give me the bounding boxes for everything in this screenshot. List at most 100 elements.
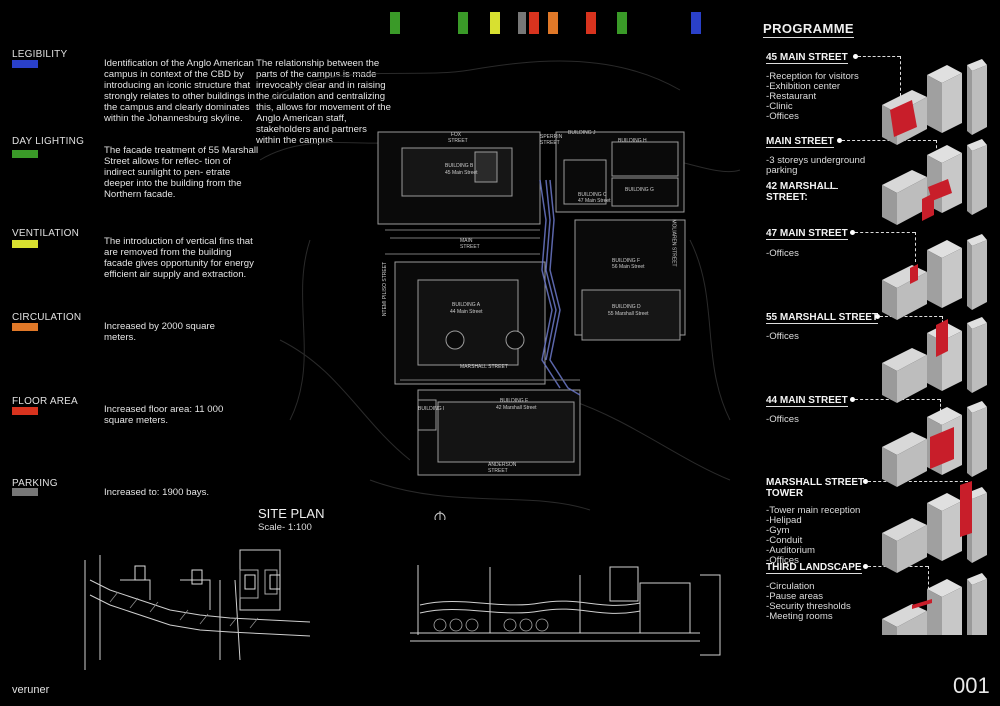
label-main-street: MAIN STREET — [460, 238, 480, 250]
label-anderson-street: ANDERSON STREET — [488, 462, 517, 474]
programme-item: -Offices — [766, 248, 799, 259]
legend-label: PARKING — [12, 478, 58, 489]
leader-line — [900, 56, 901, 96]
label-ntemi-piliso: NTEMI PILISO STREET — [382, 261, 389, 317]
leader-dot — [850, 397, 855, 402]
label-building-a: BUILDING A — [452, 302, 481, 308]
legend-description: Increased to: 1900 bays. — [104, 487, 210, 498]
programme-item: -Gym — [766, 525, 790, 536]
label-building-h: BUILDING H — [618, 138, 647, 144]
label-building-d: BUILDING D — [612, 304, 641, 310]
leader-line — [880, 316, 942, 317]
label-building-f-address: 56 Main Street — [612, 264, 645, 270]
top-bar-8 — [617, 12, 627, 34]
leader-dot — [850, 230, 855, 235]
programme-item: -3 storeys underground — [766, 155, 866, 166]
top-bar-5 — [529, 12, 539, 34]
legend-swatch — [12, 407, 38, 415]
leader-line — [915, 232, 916, 262]
top-bar-9 — [691, 12, 701, 34]
section-sketch — [410, 565, 721, 656]
legend-description: Identification of the Anglo American cam… — [104, 58, 255, 124]
programme-item: -Auditorium — [766, 545, 816, 556]
programme-heading: 42 MARSHALL STREET: — [766, 181, 836, 203]
legend-description: Increased floor area: 11 000 square mete… — [104, 404, 224, 426]
legend-description: The introduction of vertical fins that a… — [104, 236, 254, 280]
top-bar-3 — [490, 12, 500, 34]
programme-item: -Reception for visitors — [766, 71, 859, 82]
programme-heading: 55 MARSHALL STREET — [766, 312, 879, 324]
programme-item: -Conduit — [766, 535, 803, 546]
leader-dot — [837, 138, 842, 143]
legend-label: DAY LIGHTING — [12, 136, 85, 147]
leader-dot — [853, 54, 858, 59]
label-building-b-address: 45 Main Street — [445, 170, 478, 176]
legend-description: Increased by 2000 square meters. — [104, 321, 215, 343]
leader-dot — [863, 479, 868, 484]
site-plan-scale: Scale- 1:100 — [258, 522, 312, 533]
leader-line — [820, 188, 838, 189]
label-building-a-address: 44 Main Street — [450, 309, 483, 315]
author-name: veruner — [12, 684, 50, 696]
leader-line — [928, 566, 929, 600]
programme-heading: 44 MAIN STREET — [766, 395, 848, 407]
programme-item: -Offices — [766, 414, 799, 425]
label-building-d-address: 55 Marshall Street — [608, 311, 649, 317]
programme-item: -Exhibition center — [766, 81, 841, 92]
leader-dot — [863, 564, 868, 569]
top-bar-7 — [586, 12, 596, 34]
legend-swatch — [12, 60, 38, 68]
label-mcclaren: MOLIAREN STREET — [670, 219, 677, 267]
label-building-c: BUILDING C — [578, 192, 607, 198]
campus-relationship-text: The relationship between the parts of th… — [256, 58, 391, 146]
leader-dot — [875, 314, 880, 319]
label-building-e: BUILDING E — [500, 398, 529, 404]
label-sperrin-street: SPERRIN STREET — [540, 134, 563, 146]
legend-label: LEGIBILITY — [12, 49, 68, 60]
legend-swatch — [12, 323, 38, 331]
legend-label: CIRCULATION — [12, 312, 82, 323]
leader-line — [855, 232, 915, 233]
label-building-g: BUILDING G — [625, 187, 654, 193]
legend-label: VENTILATION — [12, 228, 80, 239]
legend-description: The facade treatment of 55 Marshall Stre… — [104, 145, 259, 200]
page-number: 001 — [953, 673, 990, 698]
label-building-b: BUILDING B — [445, 163, 474, 169]
label-marshall-street: MARSHALL STREET — [460, 364, 508, 370]
programme-item: -Meeting rooms — [766, 611, 833, 622]
label-building-c-address: 47 Main Street — [578, 198, 611, 204]
top-bar-4 — [518, 12, 526, 34]
leader-line — [858, 56, 900, 57]
label-building-e-address: 42 Marshall Street — [496, 405, 537, 411]
programme-item: -Helipad — [766, 515, 802, 526]
programme-item: -Offices — [766, 111, 799, 122]
programme-item: -Restaurant — [766, 91, 817, 102]
programme-heading: MAIN STREET — [766, 136, 834, 148]
programme-heading: 45 MAIN STREET — [766, 52, 848, 64]
legend-swatch — [12, 240, 38, 248]
plan-sketch — [84, 549, 311, 670]
label-building-i: BUILDING I — [418, 406, 445, 412]
programme-item: -Offices — [766, 331, 799, 342]
top-bar-2 — [458, 12, 468, 34]
programme-heading: THIRD LANDSCAPE — [766, 562, 862, 574]
programme-heading: 47 MAIN STREET — [766, 228, 848, 240]
top-bar-6 — [548, 12, 558, 34]
programme-item: -Tower main reception — [766, 505, 861, 516]
leader-line — [868, 481, 968, 482]
legend-swatch — [12, 488, 38, 496]
label-building-f: BUILDING F — [612, 258, 641, 264]
top-bar-1 — [390, 12, 400, 34]
programme-item: -Security thresholds — [766, 601, 851, 612]
site-plan-drawing — [259, 60, 741, 520]
programme-title: PROGRAMME — [763, 21, 854, 38]
programme-item: -Offices — [766, 555, 799, 566]
site-plan-title: SITE PLAN — [258, 506, 325, 521]
programme-item: -Pause areas — [766, 591, 824, 602]
legend-label: FLOOR AREA — [12, 396, 78, 407]
label-fox-street: FOX STREET — [448, 132, 468, 144]
legend-swatch — [12, 150, 38, 158]
programme-item: -Clinic — [766, 101, 793, 112]
programme-item: -Circulation — [766, 581, 815, 592]
label-building-j: BUILDING J — [568, 130, 596, 136]
